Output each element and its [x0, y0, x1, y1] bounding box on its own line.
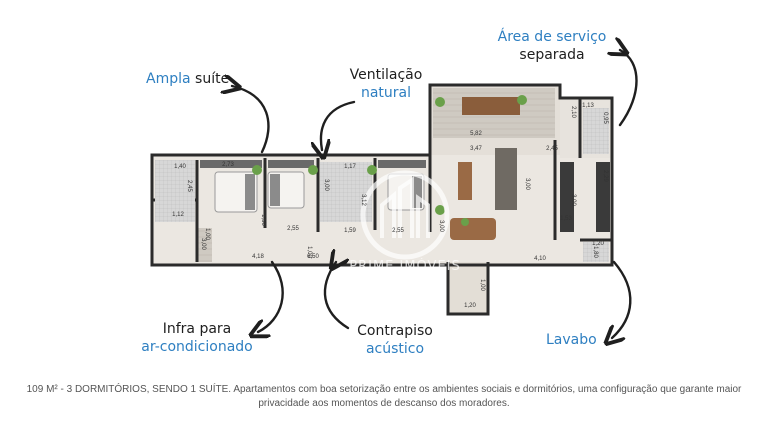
dimension-label: 3,00	[200, 238, 206, 250]
callout-arrows	[232, 50, 638, 338]
wardrobe	[378, 160, 426, 168]
plant-icon	[308, 165, 318, 175]
callout-lavabo-text: Lavabo	[546, 332, 597, 348]
dimension-label: 2,55	[287, 226, 299, 232]
dimension-label: 1,00	[306, 246, 312, 258]
description-caption: 109 M² - 3 DORMITÓRIOS, SENDO 1 SUÍTE. A…	[20, 383, 748, 411]
dimension-label: 4,10	[534, 256, 546, 262]
dimension-label: 1,50	[260, 214, 266, 226]
arrow-contrapiso	[323, 262, 348, 330]
service-area-room	[583, 108, 609, 154]
dimension-label: 1,13	[582, 103, 594, 109]
callout-area-servico: Área de serviço separada	[492, 28, 612, 64]
callout-lavabo: Lavabo	[546, 331, 597, 349]
plant-icon	[367, 165, 377, 175]
dimension-label: 1,00	[479, 279, 485, 291]
dimension-label: 3,00	[438, 220, 444, 232]
balcony-furniture	[435, 95, 527, 115]
callout-contrapiso-line2: acústico	[365, 341, 425, 357]
dimension-labels: 1,40 2,73 2,45 1,12 1,00 2,55 1,17 3,12 1,59 2,55…	[172, 103, 608, 309]
watermark-logo	[360, 170, 450, 260]
dimension-label: 3,12	[360, 194, 366, 206]
callout-ampla-rest: suíte	[190, 71, 230, 87]
bed-suite	[214, 171, 258, 213]
suite-bathroom	[155, 160, 195, 222]
dimension-label: 3,00	[323, 179, 329, 191]
dimension-label: 2,73	[222, 162, 234, 168]
dimension-label: 1,53	[560, 216, 572, 222]
callout-ventilacao-line2: natural	[360, 85, 412, 101]
arrow-area	[620, 50, 638, 127]
dimension-label: 3,00	[524, 178, 530, 190]
callout-ampla-suite: Ampla suíte	[146, 70, 229, 88]
callout-ventilacao: Ventilação natural	[343, 66, 429, 102]
watermark-text: PRIME IMÓVEIS	[349, 258, 461, 274]
dimension-label: 1,80	[592, 246, 598, 258]
kitchen	[560, 162, 610, 232]
wardrobe	[200, 160, 262, 168]
dimension-label: 2,10	[570, 106, 576, 118]
arrow-infra	[258, 260, 284, 332]
callout-infra: Infra para ar-condicionado	[132, 320, 262, 356]
lavabo-room	[583, 242, 609, 262]
callout-ventilacao-line1: Ventilação	[349, 67, 423, 83]
caption-bold: 109 M² - 3 DORMITÓRIOS, SENDO 1 SUÍTE.	[26, 384, 232, 395]
dimension-label: 1,59	[344, 228, 356, 234]
arrow-ventilacao	[321, 100, 356, 150]
callout-infra-line1: Infra para	[162, 321, 232, 337]
walls	[150, 83, 614, 316]
dimension-label: 2,29	[602, 170, 608, 182]
dimension-label: 5,82	[470, 131, 482, 137]
arrow-ampla	[232, 86, 270, 154]
dimension-label: 2,55	[392, 228, 404, 234]
arrow-lavabo	[612, 260, 632, 338]
dimension-label: 1,20	[592, 241, 604, 247]
dimension-label: 2,45	[186, 180, 192, 192]
dimension-label: 1,17	[344, 164, 356, 170]
callout-infra-line2: ar-condicionado	[141, 339, 253, 355]
dimension-label: 0,95	[602, 112, 608, 124]
callout-contrapiso: Contrapiso acústico	[350, 322, 440, 358]
plant-icon	[252, 165, 262, 175]
callout-contrapiso-line1: Contrapiso	[357, 323, 433, 339]
callout-area-line2: separada	[519, 47, 585, 63]
dimension-label: 2,45	[546, 146, 558, 152]
dimension-label: 3,47	[470, 146, 482, 152]
living-room-furniture	[435, 148, 517, 240]
bed-room-2	[267, 171, 305, 209]
dimension-label: 1,00	[204, 228, 210, 240]
dimension-label: 4,18	[252, 254, 264, 260]
dimension-label: 3,00	[570, 194, 576, 206]
wardrobe	[268, 160, 314, 168]
dimension-label: 6,50	[307, 254, 319, 260]
callout-area-line1: Área de serviço	[497, 29, 607, 45]
dimension-label: 1,40	[174, 164, 186, 170]
callout-ampla-accent: Ampla	[146, 71, 191, 87]
dimension-label: 1,20	[464, 303, 476, 309]
dimension-label: 1,12	[172, 212, 184, 218]
caption-rest: Apartamentos com boa setorização entre o…	[231, 384, 742, 409]
